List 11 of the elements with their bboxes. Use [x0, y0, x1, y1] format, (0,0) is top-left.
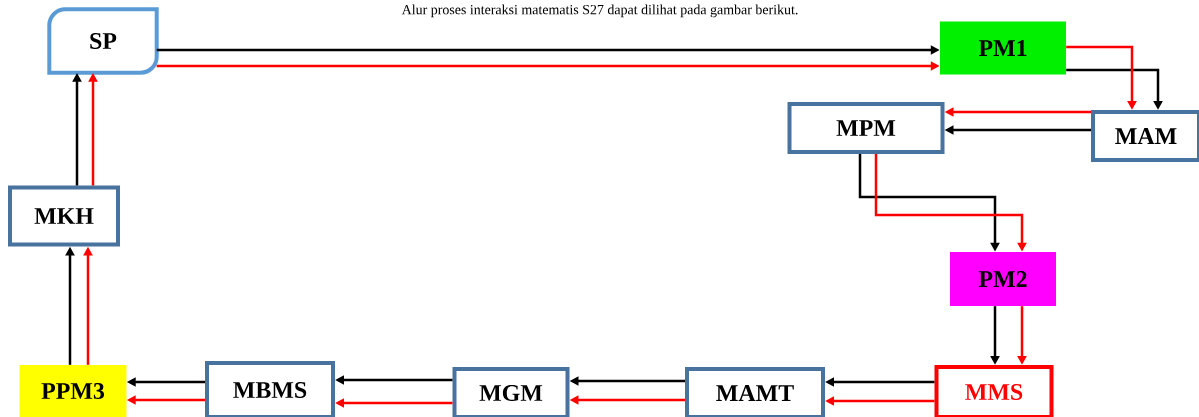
process-box: MGM [452, 367, 570, 417]
process-box: MAM [1091, 110, 1199, 162]
process-box: MKH [8, 185, 120, 247]
process-box: MAMT [685, 367, 825, 417]
process-box: PPM3 [19, 365, 127, 417]
process-box: PM1 [940, 21, 1066, 75]
process-box: MMS [934, 365, 1054, 417]
heading-text: Alur proses interaksi matematis S27 dapat dilihat pada gambar berikut. [401, 4, 798, 18]
process-box: MPM [787, 102, 945, 154]
process-box: PM2 [950, 252, 1056, 306]
process-box: MBMS [205, 361, 335, 417]
